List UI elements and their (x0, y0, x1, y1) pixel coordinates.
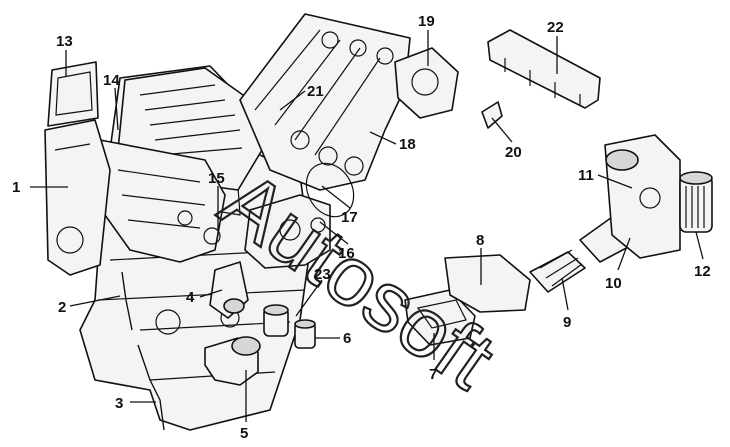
temperature-sensor (294, 319, 316, 349)
coolant-pipe (209, 261, 249, 319)
callout-22: 22 (547, 19, 564, 36)
sensor-part (481, 101, 503, 129)
callout-8: 8 (476, 232, 484, 249)
callout-14: 14 (103, 72, 120, 89)
callout-21: 21 (307, 83, 324, 100)
dipstick (137, 344, 165, 431)
air-filter-box (604, 134, 681, 259)
callout-6: 6 (343, 330, 351, 347)
oil-filter-housing (204, 336, 261, 386)
callout-18: 18 (399, 136, 416, 153)
callout-5: 5 (240, 425, 248, 442)
sender-unit (263, 304, 289, 337)
callout-12: 12 (694, 263, 711, 280)
timing-cover (44, 119, 111, 276)
callout-23: 23 (314, 266, 331, 283)
callout-4: 4 (186, 289, 195, 306)
callout-2: 2 (58, 299, 66, 316)
upper-timing-cover (47, 61, 99, 127)
callout-1: 1 (12, 179, 20, 196)
throttle-body (394, 47, 459, 119)
air-intake-elbow (444, 254, 531, 313)
intake-manifold (239, 13, 411, 191)
dipstick-tube (121, 271, 133, 331)
air-intake-adaptor (404, 289, 476, 346)
callout-13: 13 (56, 33, 73, 50)
exhaust-manifold (99, 139, 226, 263)
intake-hose (529, 249, 586, 293)
callout-19: 19 (418, 13, 435, 30)
callout-16: 16 (338, 245, 355, 262)
callout-9: 9 (563, 314, 571, 331)
callout-labels: 1 2 3 4 5 6 7 8 9 10 11 12 13 14 15 16 1… (12, 13, 711, 442)
callout-15: 15 (208, 170, 225, 187)
o-ring (305, 162, 355, 218)
air-filter-element (679, 171, 713, 233)
callout-3: 3 (115, 395, 123, 412)
fuel-rail (487, 29, 601, 109)
leader-lines (30, 30, 704, 422)
callout-10: 10 (605, 275, 622, 292)
callout-7: 7 (429, 366, 437, 383)
callout-17: 17 (341, 209, 358, 226)
callout-20: 20 (505, 144, 522, 161)
callout-11: 11 (578, 167, 594, 184)
water-outlet-housing (244, 194, 331, 269)
